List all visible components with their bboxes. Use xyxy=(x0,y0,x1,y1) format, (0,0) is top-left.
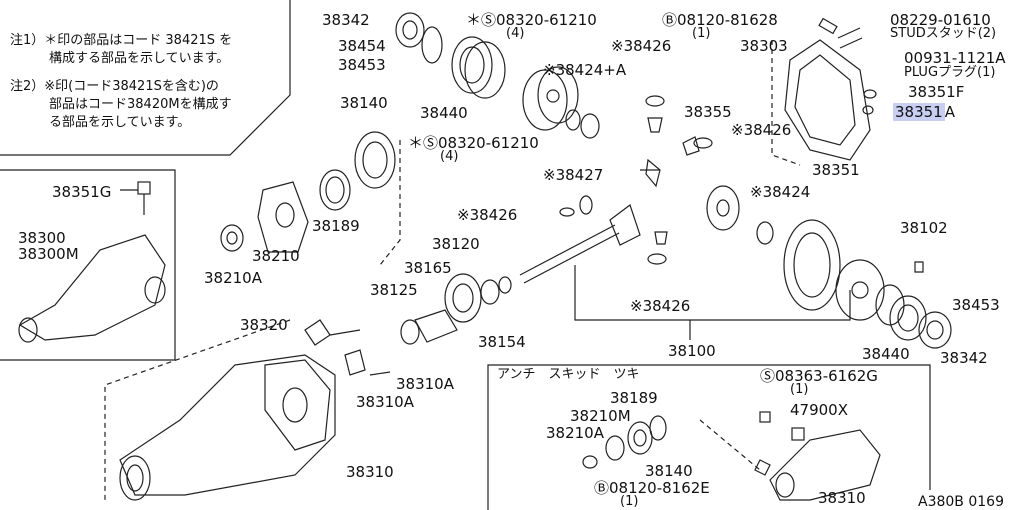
part-38351F[interactable]: 38351F xyxy=(908,83,965,101)
part-08320-mid[interactable]: ＊Ⓢ08320-61210 xyxy=(408,134,539,152)
dashed-guide-3 xyxy=(771,40,801,166)
part-38424[interactable]: ※38424 xyxy=(750,183,811,201)
part-08320-mid-qty: (4) xyxy=(440,149,459,164)
part-38454[interactable]: 38454 xyxy=(338,37,386,55)
diagram-code: A380B 0169 xyxy=(918,494,1004,510)
part-08120-top[interactable]: Ⓑ08120-81628 xyxy=(662,11,778,29)
drive-pinion-shaft xyxy=(400,204,641,345)
part-38125[interactable]: 38125 xyxy=(370,281,418,299)
part-38210[interactable]: 38210 xyxy=(252,247,300,265)
part-38440-top[interactable]: 38440 xyxy=(420,104,468,122)
note-2: 注2）※印(コード38421Sを含む)の 部品はコード38420Mを構成す る部… xyxy=(10,79,232,130)
part-38351[interactable]: 38351 xyxy=(812,161,860,179)
part-08320-top[interactable]: ＊Ⓢ08320-61210 xyxy=(466,11,597,29)
part-38351A-suffix: A xyxy=(944,103,955,121)
part-38453-right[interactable]: 38453 xyxy=(952,296,1000,314)
part-stud: STUDスタッド(2) xyxy=(890,26,997,41)
part-38424A[interactable]: ※38424+A xyxy=(543,61,627,79)
part-08120-inset[interactable]: Ⓑ08120-8162E xyxy=(594,479,710,497)
inset-part-38210M[interactable]: 38210M xyxy=(570,407,631,425)
inset-part-38210A[interactable]: 38210A xyxy=(546,424,604,442)
part-38310A-1[interactable]: 38310A xyxy=(396,375,454,393)
note-1: 注1）＊印の部品はコード 38421S を 構成する部品を示しています。 xyxy=(10,33,233,66)
part-38453-top[interactable]: 38453 xyxy=(338,56,386,74)
ring-gear-assembly xyxy=(783,219,952,349)
part-38189[interactable]: 38189 xyxy=(312,217,360,235)
part-08229[interactable]: 08229-01610 xyxy=(890,11,991,29)
leader-38100 xyxy=(574,265,851,321)
antiskid-inset-frame xyxy=(487,364,931,510)
part-08120-inset-qty: (1) xyxy=(620,494,639,509)
companion-flange xyxy=(220,131,396,253)
part-08120-top-qty: (1) xyxy=(692,26,711,41)
part-38342-top[interactable]: 38342 xyxy=(322,11,370,29)
part-38426-b[interactable]: ※38426 xyxy=(731,121,792,139)
part-38426-c[interactable]: ※38426 xyxy=(457,206,518,224)
part-38120[interactable]: 38120 xyxy=(432,235,480,253)
inset-part-38140[interactable]: 38140 xyxy=(645,462,693,480)
part-47900X[interactable]: 47900X xyxy=(790,401,848,419)
dashed-guide-1 xyxy=(379,140,401,266)
part-38342-right[interactable]: 38342 xyxy=(940,349,988,367)
part-38355[interactable]: 38355 xyxy=(684,103,732,121)
part-38427[interactable]: ※38427 xyxy=(543,166,604,184)
part-38300M[interactable]: 38300M xyxy=(18,245,79,263)
part-38154[interactable]: 38154 xyxy=(478,333,526,351)
rear-cover xyxy=(784,17,877,161)
part-38165[interactable]: 38165 xyxy=(404,259,452,277)
part-38100[interactable]: 38100 xyxy=(668,342,716,360)
part-38102[interactable]: 38102 xyxy=(900,219,948,237)
part-38310A-2[interactable]: 38310A xyxy=(356,393,414,411)
part-38303[interactable]: 38303 xyxy=(740,37,788,55)
part-08320-top-qty: (4) xyxy=(506,26,525,41)
side-bearing-top xyxy=(395,12,506,99)
assembly-inset-frame xyxy=(0,169,176,361)
antiskid-inset-title: アンチ スキッド ツキ xyxy=(497,367,640,382)
inset-part-38310[interactable]: 38310 xyxy=(818,489,866,507)
inset-part-38189[interactable]: 38189 xyxy=(610,389,658,407)
part-38351G[interactable]: 38351G xyxy=(52,183,112,201)
part-38140[interactable]: 38140 xyxy=(340,94,388,112)
dashed-guide-4 xyxy=(699,419,761,471)
inset-assembly xyxy=(18,181,166,343)
part-38351A-number: 38351 xyxy=(893,103,945,121)
part-00931[interactable]: 00931-1121A xyxy=(904,49,1006,67)
part-38440-right[interactable]: 38440 xyxy=(862,345,910,363)
dashed-guide-2 xyxy=(104,319,291,500)
part-08363-qty: (1) xyxy=(790,382,809,397)
part-38426-d[interactable]: ※38426 xyxy=(630,297,691,315)
part-08363[interactable]: Ⓢ08363-6162G xyxy=(760,367,878,385)
part-38320[interactable]: 38320 xyxy=(240,316,288,334)
part-plug: PLUGプラグ(1) xyxy=(904,65,996,80)
diff-carrier-housing xyxy=(119,319,391,501)
differential-case xyxy=(522,66,600,139)
part-38300[interactable]: 38300 xyxy=(18,229,66,247)
pinion-mate-parts xyxy=(559,95,774,265)
part-38310[interactable]: 38310 xyxy=(346,463,394,481)
part-38210A[interactable]: 38210A xyxy=(204,269,262,287)
antiskid-parts xyxy=(582,411,881,501)
part-38426-a[interactable]: ※38426 xyxy=(611,37,672,55)
notes-frame xyxy=(0,0,291,156)
